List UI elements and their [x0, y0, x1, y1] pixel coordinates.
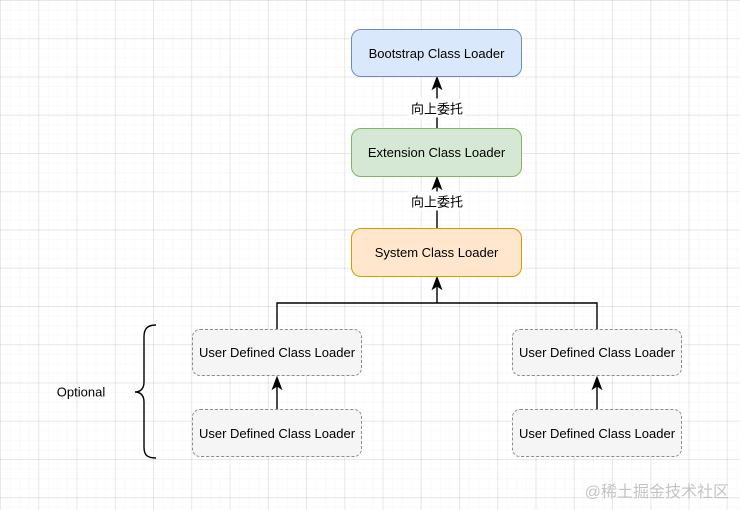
node-user-defined-label: User Defined Class Loader [198, 345, 356, 360]
node-system-label: System Class Loader [374, 245, 499, 260]
node-user-defined-class-loader-top-right: User Defined Class Loader [512, 329, 682, 376]
node-user-defined-class-loader-bottom-left: User Defined Class Loader [192, 409, 362, 457]
edge-label-delegate-upward-2: 向上委托 [408, 191, 466, 211]
node-user-defined-class-loader-top-left: User Defined Class Loader [192, 329, 362, 376]
edge-userdefined-right [591, 375, 603, 409]
node-system-class-loader: System Class Loader [351, 228, 522, 277]
edge-userdefined-left [271, 375, 283, 409]
node-bootstrap-label: Bootstrap Class Loader [368, 45, 505, 61]
node-user-defined-label: User Defined Class Loader [518, 425, 676, 441]
node-extension-class-loader: Extension Class Loader [351, 128, 522, 177]
node-bootstrap-class-loader: Bootstrap Class Loader [351, 29, 522, 77]
edge-userdefined-to-system [276, 275, 598, 329]
optional-group-label: Optional [56, 384, 106, 400]
edge-label-delegate-upward-1: 向上委托 [408, 98, 466, 118]
juejin-watermark: @稀土掘金技术社区 [584, 484, 729, 501]
node-user-defined-label: User Defined Class Loader [518, 345, 676, 360]
node-extension-label: Extension Class Loader [367, 145, 506, 160]
node-user-defined-class-loader-bottom-right: User Defined Class Loader [512, 409, 682, 457]
node-user-defined-label: User Defined Class Loader [198, 425, 356, 441]
optional-brace [134, 324, 157, 459]
